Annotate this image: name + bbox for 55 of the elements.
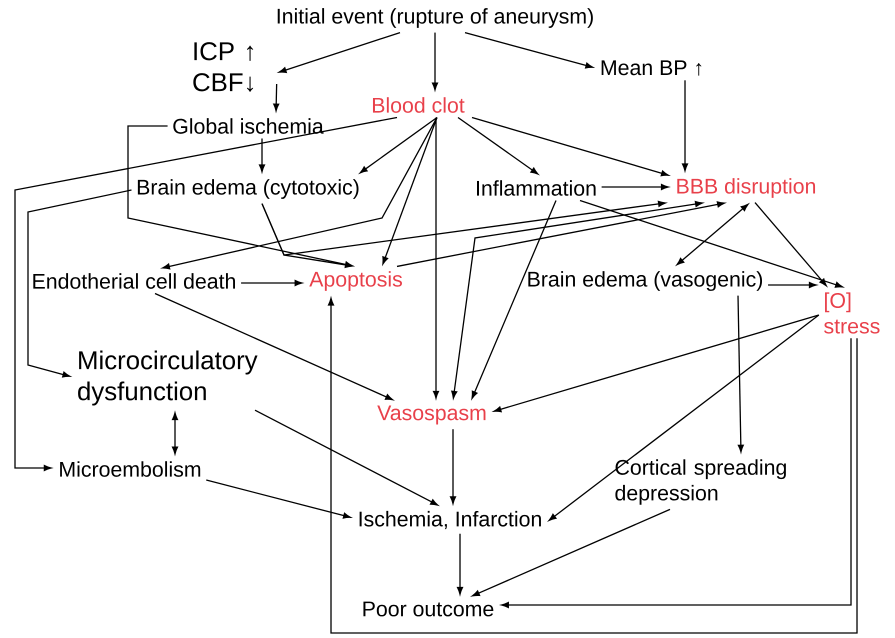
node-text: Global ischemia xyxy=(173,118,324,134)
node-text: Vasospasm xyxy=(377,405,486,425)
arrow xyxy=(382,117,438,264)
arrow xyxy=(768,282,817,288)
arrow xyxy=(360,116,438,174)
node-text: Inflammation xyxy=(477,180,596,196)
node-text: Blood clot xyxy=(372,97,465,113)
node-text: Initial event (rupture of aneurysm) xyxy=(278,8,593,28)
arrow xyxy=(328,298,858,634)
arrow xyxy=(162,117,438,270)
node-text: Endotherial cell death xyxy=(33,273,235,289)
arrow xyxy=(261,200,666,256)
arrow xyxy=(548,314,820,521)
arrow xyxy=(206,479,351,519)
arrow xyxy=(127,125,353,268)
arrow xyxy=(754,202,827,286)
arrow xyxy=(501,338,852,608)
node-text: Brain edema (cytotoxic) xyxy=(138,179,358,199)
arrow xyxy=(278,32,400,74)
node-text: ICP ↑ CBF↓ xyxy=(193,42,254,92)
arrow xyxy=(14,116,398,472)
arrow xyxy=(464,32,594,69)
arrow xyxy=(456,534,464,595)
node-text: Mean BP ↑ xyxy=(602,60,702,76)
double-arrow xyxy=(676,204,748,266)
arrow xyxy=(494,314,820,412)
node-text: Microembolism xyxy=(60,461,200,477)
double-arrow xyxy=(451,200,703,399)
node-text: Apoptosis xyxy=(309,271,402,291)
node-text: Poor outcome xyxy=(363,602,494,616)
arrow xyxy=(254,410,438,506)
node-text: Microcirculatory dysfunction xyxy=(78,350,258,406)
arrow xyxy=(273,84,280,112)
double-arrow xyxy=(172,412,178,454)
arrow xyxy=(258,138,266,172)
node-text: Ischemia, Infarction xyxy=(360,510,541,530)
arrow xyxy=(432,117,440,399)
node-text: Cortical spreading depression xyxy=(615,459,786,505)
arrow xyxy=(682,80,688,172)
arrow xyxy=(472,508,670,596)
node-text: Brain edema (vasogenic) xyxy=(528,271,762,291)
arrow xyxy=(602,184,669,190)
node-text: BBB disruption xyxy=(677,178,816,198)
arrow xyxy=(458,116,538,175)
arrow xyxy=(580,200,843,288)
arrow xyxy=(27,189,132,378)
arrow xyxy=(737,296,744,452)
arrow xyxy=(154,292,394,400)
arrow xyxy=(432,32,438,90)
arrow xyxy=(241,280,302,286)
arrow xyxy=(396,201,725,268)
node-text: [O] stress xyxy=(824,292,880,334)
arrow xyxy=(450,429,456,504)
arrow xyxy=(472,116,669,176)
arrow xyxy=(471,200,557,399)
